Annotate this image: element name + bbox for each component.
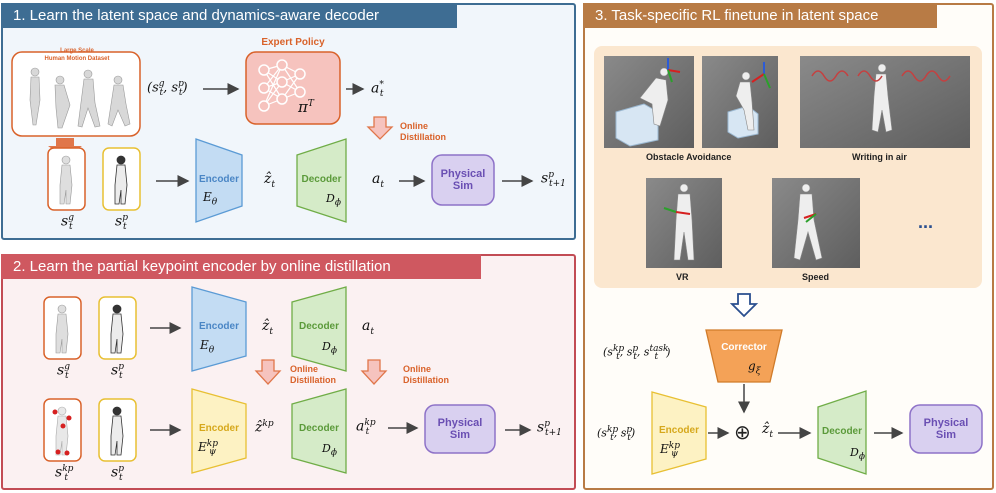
p1-distillation: Distillation <box>400 132 447 142</box>
p2-decoder-shape <box>291 286 347 372</box>
dataset-label-line2: Human Motion Dataset <box>44 56 110 62</box>
sg-figure <box>59 155 73 205</box>
task-label-speed: Speed <box>802 272 830 282</box>
p3-encoder-shape <box>651 391 707 475</box>
p1-sim-line1: Physical <box>440 168 486 180</box>
p1-decoder-sym: Dϕ <box>326 192 341 209</box>
p3-down-arrow <box>729 293 759 318</box>
p2-decoder-sym: Dϕ <box>322 340 337 357</box>
p2-online-distillation-2: Online Distillation <box>403 364 449 386</box>
p2-distillation-1: Distillation <box>290 375 337 385</box>
p2-encoder-kp-sym: Ekpψ <box>198 439 218 458</box>
p2-sg-figure <box>55 304 69 354</box>
panel-1-title: 1. Learn the latent space and dynamics-a… <box>1 3 457 28</box>
sp-figure <box>114 155 128 205</box>
p1-decoder-label: Decoder <box>301 174 342 185</box>
p2-encoder-label: Encoder <box>198 321 239 332</box>
p2-distill-arrow-1 <box>254 359 282 385</box>
p1-decoder-shape <box>296 138 347 223</box>
corrector-label: Corrector <box>721 342 767 353</box>
writing-trace <box>811 70 951 82</box>
p2-sim-line2: Sim <box>449 429 471 441</box>
corrector-sym: gξ <box>748 359 761 377</box>
encoder-input: (skpt, spt) <box>597 425 636 443</box>
p2-encoder-kp-label: Encoder <box>198 423 239 434</box>
p1-online: Online <box>400 121 429 131</box>
p1-online-distillation: Online Distillation <box>400 121 446 143</box>
p1-z-hat: ẑt <box>264 171 276 190</box>
p1-sp: spt <box>115 213 128 233</box>
p3-sim-line1: Physical <box>923 417 969 429</box>
p2-encoder-sym: Eθ <box>200 338 215 356</box>
p1-encoder-label: Encoder <box>198 174 239 185</box>
task-ellipsis: ... <box>918 212 934 232</box>
p3-encoder-label: Encoder <box>658 425 699 436</box>
p1-encoder-sym: Eθ <box>203 190 218 208</box>
task-label-obstacle: Obstacle Avoidance <box>646 152 732 162</box>
panel-2-title: 2. Learn the partial keypoint encoder by… <box>1 254 481 279</box>
p2-a-t: at <box>362 318 374 337</box>
p2-encoder-shape <box>191 286 247 372</box>
p2-online-distillation-1: Online Distillation <box>290 364 336 386</box>
p1-input-state: (sgt, spt) <box>147 79 188 98</box>
expert-pi: πT <box>298 98 314 116</box>
p2-sp: spt <box>111 362 124 382</box>
p2-sim-box <box>424 404 496 454</box>
p2-online-2: Online <box>403 364 432 374</box>
p2-decoder2-shape <box>291 388 347 474</box>
p2-decoder-label: Decoder <box>298 321 339 332</box>
p2-online-1: Online <box>290 364 319 374</box>
dataset-label-line1: Large Scale <box>60 48 94 54</box>
oplus: ⊕ <box>734 420 751 444</box>
dataset-label: Large Scale Human Motion Dataset <box>18 47 136 63</box>
p2-sp2: spt <box>111 464 124 484</box>
p1-encoder-shape <box>195 138 243 223</box>
dataset-box <box>11 51 141 137</box>
p2-s-next: spt+1 <box>537 419 562 439</box>
p2-z-hat: ẑt <box>262 318 274 337</box>
p2-sp-figure <box>110 304 124 354</box>
task-label-writing: Writing in air <box>852 152 907 162</box>
p3-decoder-shape <box>817 390 867 475</box>
p1-sim-box <box>431 154 495 206</box>
p2-z-kp: ẑkp <box>255 419 274 436</box>
p2-decoder2-sym: Dϕ <box>322 442 337 459</box>
task-label-vr: VR <box>676 272 689 282</box>
p2-skp-figure <box>52 406 72 456</box>
p2-distill-arrow-2 <box>360 359 388 385</box>
p3-decoder-label: Decoder <box>821 426 862 437</box>
p1-sim-line2: Sim <box>452 180 474 192</box>
p3-encoder-sym: Ekpψ <box>660 441 680 460</box>
p3-z-hat: ẑt <box>762 421 774 440</box>
panel-3-title: 3. Task-specific RL finetune in latent s… <box>583 3 937 28</box>
corrector-shape <box>705 329 783 383</box>
dataset-figures <box>29 67 131 129</box>
corrector-input: (skpt, spt, staskt) <box>603 344 671 362</box>
p3-sim-line2: Sim <box>935 429 957 441</box>
p1-a-t: at <box>372 171 384 190</box>
expert-policy-label: Expert Policy <box>261 37 325 48</box>
p2-sim-line1: Physical <box>437 417 483 429</box>
p2-skp: skpt <box>55 464 74 484</box>
p3-sim-box <box>909 404 983 454</box>
p1-distill-arrow <box>366 116 394 140</box>
p1-a-star: a*t <box>371 80 384 100</box>
p2-a-kp: akpt <box>356 418 376 438</box>
p1-s-next: spt+1 <box>541 170 566 190</box>
p2-encoder-kp-shape <box>191 388 247 474</box>
p2-sp2-figure <box>110 406 124 456</box>
p3-decoder-sym: Dϕ <box>850 446 865 463</box>
p1-sg: sgt <box>61 213 74 233</box>
p2-sg: sgt <box>57 362 70 382</box>
p2-distillation-2: Distillation <box>403 375 450 385</box>
p2-decoder2-label: Decoder <box>298 423 339 434</box>
